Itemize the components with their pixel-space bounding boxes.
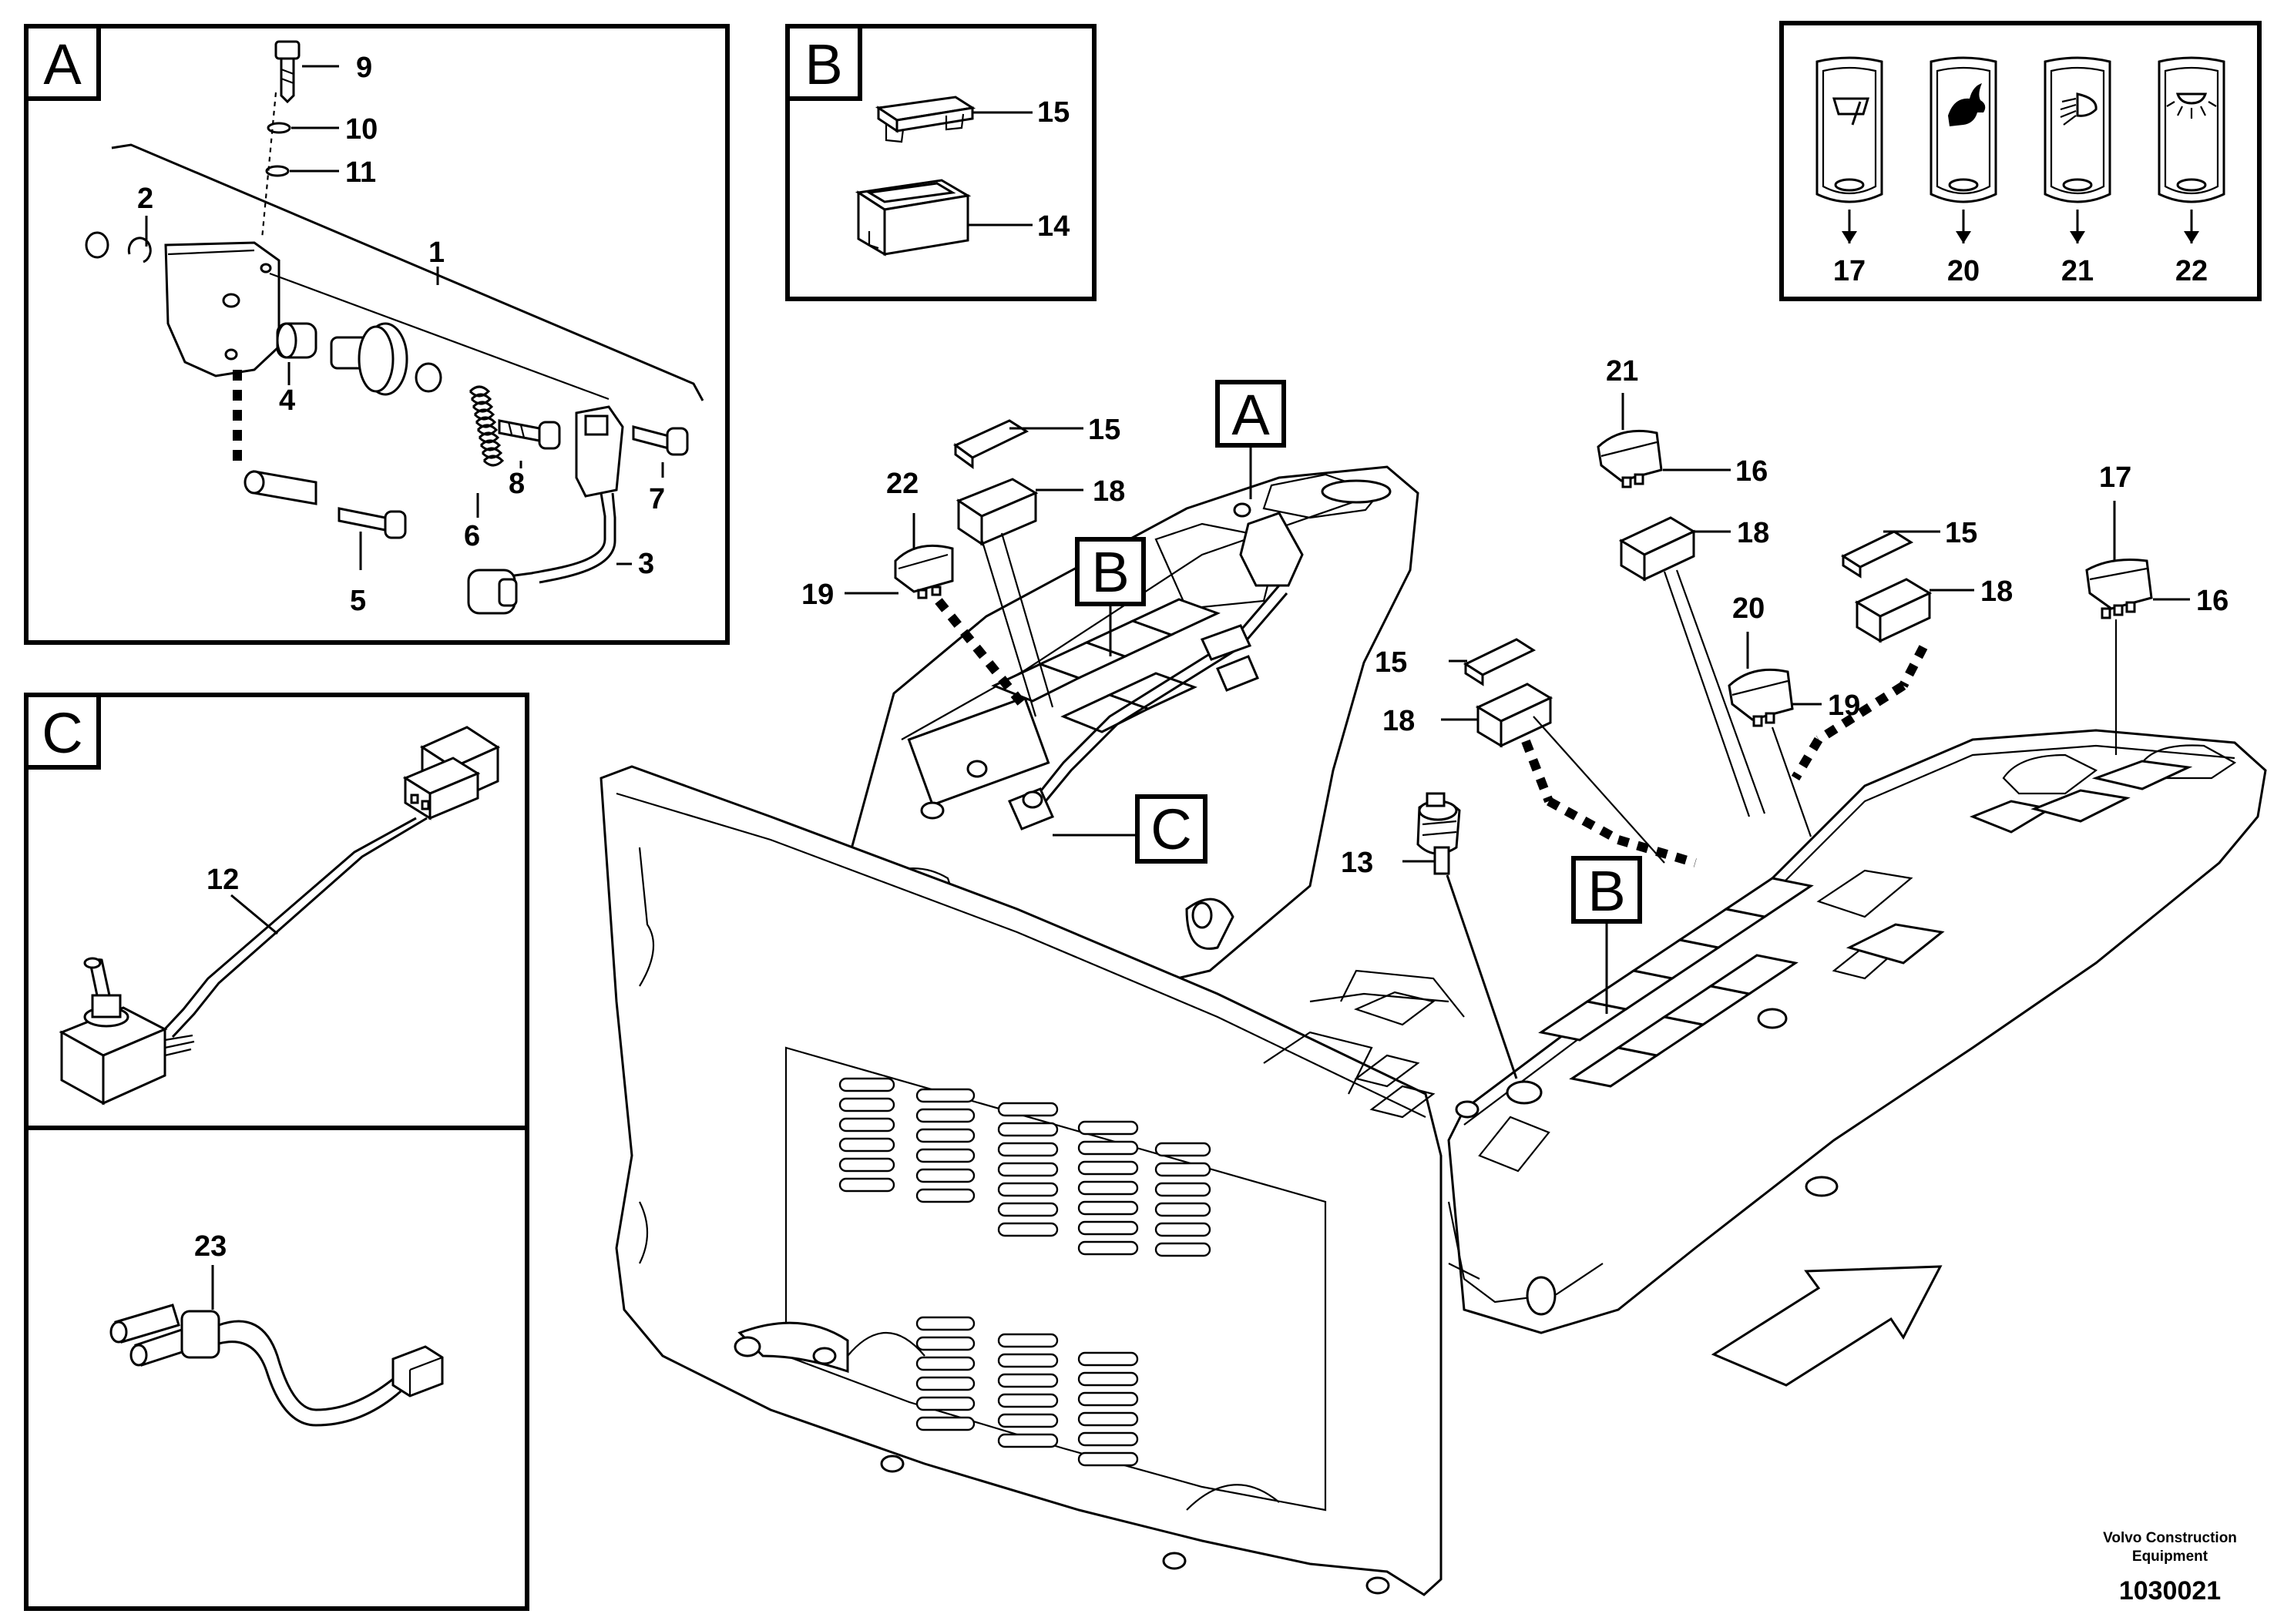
wiper-icon — [1832, 97, 1870, 126]
vent-slots — [838, 1077, 1211, 1467]
label-7: 7 — [649, 483, 665, 515]
label-13: 13 — [1341, 847, 1373, 879]
label-18-far: 18 — [1980, 575, 2013, 608]
switch-legend: 17 20 21 22 — [1779, 21, 2262, 301]
handle-a — [1239, 512, 1304, 587]
label-18-left: 18 — [1093, 475, 1125, 508]
label-12: 12 — [207, 864, 239, 896]
label-3: 3 — [638, 548, 654, 580]
label-23: 23 — [194, 1230, 227, 1263]
washer-11 — [265, 165, 290, 177]
spring-6 — [469, 385, 505, 467]
switch-20 — [1930, 56, 1997, 243]
brand-line-2: Equipment — [2132, 1549, 2208, 1565]
toggle-switch-12 — [59, 957, 195, 1106]
label-11: 11 — [345, 156, 376, 189]
label-6: 6 — [464, 520, 480, 552]
panel-b: B 15 14 — [785, 24, 1097, 301]
right-slots — [1538, 877, 1814, 1088]
front-cover — [600, 765, 1443, 1596]
right-console — [1263, 729, 2267, 1334]
label-14: 14 — [1037, 210, 1070, 243]
bracket-plate — [164, 241, 280, 377]
panel-b-letter: B — [804, 32, 842, 96]
knob — [330, 322, 442, 396]
footer: Volvo Construction Equipment 1030021 — [2103, 1530, 2237, 1606]
callout-b-upper-letter: B — [1091, 540, 1129, 604]
switch-22 — [2158, 56, 2225, 243]
panel-a-letter: A — [43, 32, 82, 96]
work-light-icon — [2060, 92, 2098, 126]
right-parts — [1597, 393, 2190, 837]
direction-arrow — [1711, 1265, 1943, 1387]
callout-a-letter: A — [1231, 383, 1270, 447]
panel-c-letter: C — [42, 701, 82, 765]
label-4: 4 — [279, 384, 295, 417]
label-16-right: 16 — [1735, 455, 1768, 488]
cab-light-icon — [2166, 92, 2217, 119]
label-19-left: 19 — [801, 579, 834, 611]
label-16-far: 16 — [2196, 585, 2229, 617]
label-15-left: 15 — [1088, 414, 1120, 446]
callout-a: A — [1215, 380, 1286, 499]
label-20-main: 20 — [1732, 592, 1765, 625]
screw-5 — [338, 507, 407, 570]
label-15: 15 — [1037, 96, 1070, 129]
label-5: 5 — [350, 585, 366, 617]
callout-b-upper: B — [1075, 537, 1146, 656]
label-2: 2 — [137, 183, 153, 215]
callout-c-letter: C — [1150, 797, 1191, 861]
connector-c — [402, 726, 501, 820]
harness-23 — [109, 1265, 444, 1427]
item1-bracket — [111, 143, 704, 401]
label-10: 10 — [345, 113, 378, 146]
legend-label-21: 21 — [2061, 255, 2094, 287]
middle-parts — [1402, 638, 1697, 1105]
label-15-right: 15 — [1945, 517, 1977, 549]
upper-left-parts — [845, 419, 1083, 717]
legend-label-22: 22 — [2175, 255, 2208, 287]
panel-23: 23 — [24, 1126, 529, 1611]
left-console — [846, 465, 1419, 1003]
callout-b-lower: B — [1571, 856, 1642, 1014]
brand-line-1: Volvo Construction — [2103, 1530, 2237, 1546]
label-19-right: 19 — [1828, 690, 1860, 722]
label-9: 9 — [356, 52, 372, 84]
legend-label-17: 17 — [1833, 255, 1866, 287]
drawing-number: 1030021 — [2119, 1576, 2221, 1606]
callout-c: C — [1053, 794, 1207, 864]
label-15-mid: 15 — [1375, 646, 1407, 679]
cap-15 — [875, 96, 1033, 143]
label-21-main: 21 — [1606, 355, 1638, 388]
legend-label-20: 20 — [1947, 255, 1980, 287]
rabbit-icon — [1948, 83, 1986, 126]
callout-b-lower-letter: B — [1587, 859, 1625, 923]
panel-a: A — [24, 24, 730, 645]
washer-10 — [267, 122, 291, 134]
switch-17 — [1815, 56, 1883, 243]
washer-2 — [85, 231, 109, 259]
panel-c: C 12 — [24, 693, 529, 1130]
label-18-mid: 18 — [1382, 705, 1415, 737]
switch-21 — [2044, 56, 2111, 243]
label-17-main: 17 — [2099, 461, 2131, 494]
label-22-main: 22 — [886, 468, 919, 500]
micro-switch-3 — [467, 405, 624, 615]
screw-9 — [274, 40, 339, 104]
screw-8 — [498, 419, 561, 450]
clip-2 — [127, 237, 152, 263]
frame-14 — [855, 179, 1033, 257]
bushing-4 — [276, 322, 317, 385]
screw-7 — [632, 425, 689, 456]
label-8: 8 — [509, 468, 525, 500]
label-1: 1 — [428, 237, 445, 269]
key-switch-13 — [1402, 792, 1518, 1079]
label-18-right: 18 — [1737, 517, 1769, 549]
main-assembly: A B C B 15 18 22 19 15 18 13 21 16 18 20… — [600, 355, 2267, 1596]
